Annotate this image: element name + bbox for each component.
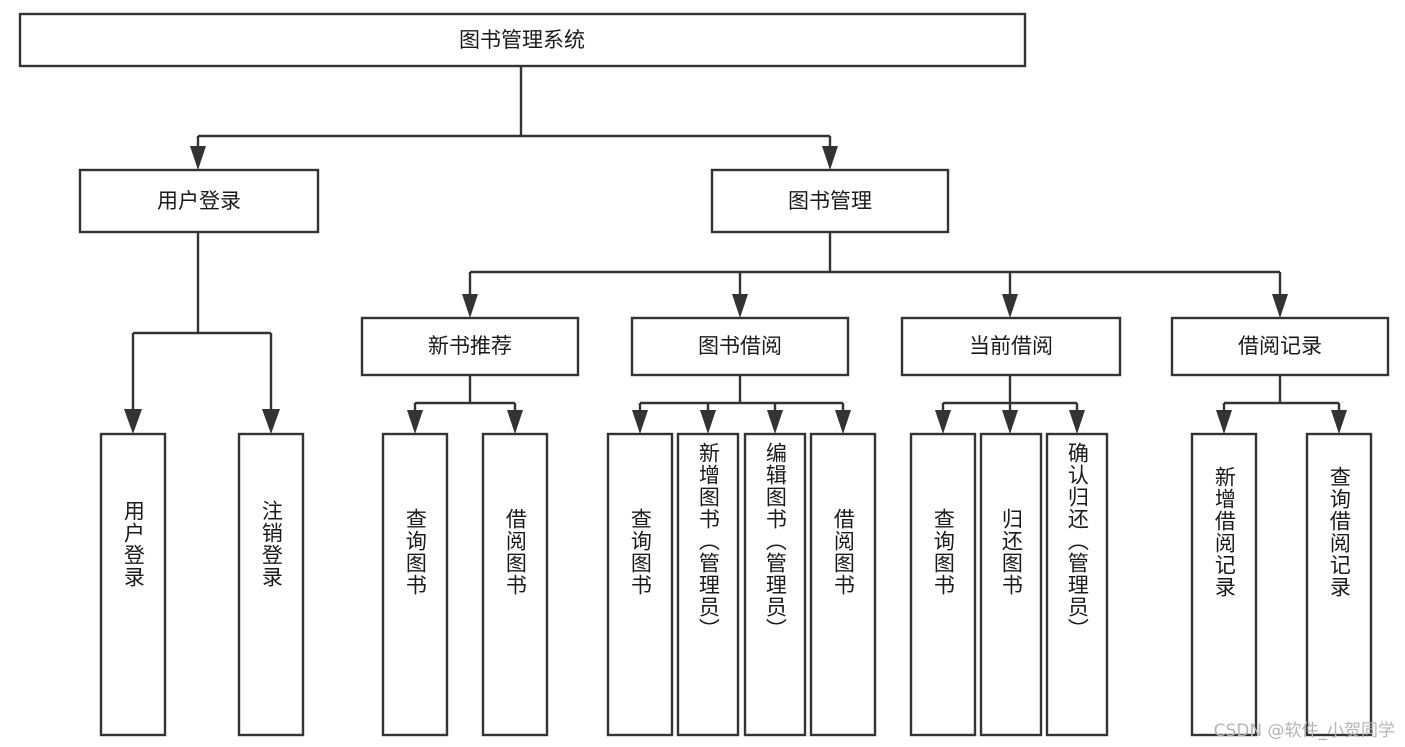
node-current-borrow-box[interactable] [900, 316, 1122, 377]
arrow-newbook-leaf-1 [507, 410, 523, 434]
node-borrow-records-box[interactable] [1170, 316, 1390, 377]
arrow-userlogin-leaf-0 [124, 409, 142, 434]
node-new-book-label: 新书推荐 [428, 334, 512, 358]
node-book-borrow-box[interactable] [630, 316, 850, 377]
node-book-mgmt-box[interactable] [710, 168, 950, 234]
node-leaf-new-book-0-box[interactable] [381, 432, 449, 737]
arrow-current-leaf-1 [1002, 410, 1018, 434]
csdn-watermark: CSDN @软件_小贺同学 [1213, 721, 1395, 741]
node-leaf-current-2-box[interactable] [1045, 432, 1109, 737]
node-leaf-user-login-1-box[interactable] [237, 432, 305, 737]
arrow-borrow-leaf-3 [835, 410, 851, 434]
node-book-borrow-label: 图书借阅 [698, 334, 782, 358]
node-user-login-label: 用户登录 [157, 189, 241, 213]
node-root-box[interactable] [18, 12, 1027, 68]
arrow-bookmgmt-to-borrow [732, 294, 748, 318]
arrow-bookmgmt-to-records [1272, 294, 1288, 318]
node-leaf-borrow-3-box[interactable] [809, 432, 877, 737]
arrow-records-leaf-0 [1216, 410, 1232, 434]
arrow-records-leaf-1 [1331, 410, 1347, 434]
arrow-borrow-leaf-0 [632, 410, 648, 434]
arrow-current-leaf-2 [1069, 410, 1085, 434]
arrow-bookmgmt-to-current [1002, 294, 1018, 318]
arrow-borrow-leaf-1 [700, 410, 716, 434]
node-leaf-user-login-0-box[interactable] [99, 432, 167, 737]
nodes-group: 图书管理系统 用户登录 图书管理 新书推荐 图书借阅 当前借阅 借阅记录 [18, 12, 1390, 737]
node-leaf-records-1-box[interactable] [1305, 432, 1373, 737]
arrow-root-to-book-mgmt [822, 146, 838, 170]
node-leaf-borrow-0-box[interactable] [606, 432, 674, 737]
edges-group [124, 66, 1347, 434]
arrow-userlogin-leaf-1 [262, 409, 280, 434]
node-leaf-borrow-1-box[interactable] [676, 432, 740, 737]
node-leaf-current-0-box[interactable] [909, 432, 977, 737]
node-book-mgmt-label: 图书管理 [788, 189, 872, 213]
node-current-borrow-label: 当前借阅 [969, 334, 1053, 358]
node-leaf-new-book-1-box[interactable] [481, 432, 549, 737]
node-root-label: 图书管理系统 [459, 28, 585, 52]
arrow-newbook-leaf-0 [407, 410, 423, 434]
arrow-root-to-user-login [190, 146, 206, 170]
node-leaf-records-0-box[interactable] [1190, 432, 1258, 737]
node-leaf-borrow-2-box[interactable] [743, 432, 807, 737]
node-leaf-current-1-box[interactable] [979, 432, 1043, 737]
node-borrow-records-label: 借阅记录 [1238, 334, 1322, 358]
arrow-bookmgmt-to-new [462, 294, 478, 318]
arrow-borrow-leaf-2 [767, 410, 783, 434]
arrow-current-leaf-0 [935, 410, 951, 434]
node-new-book-box[interactable] [360, 316, 580, 377]
node-user-login-box[interactable] [78, 168, 320, 234]
